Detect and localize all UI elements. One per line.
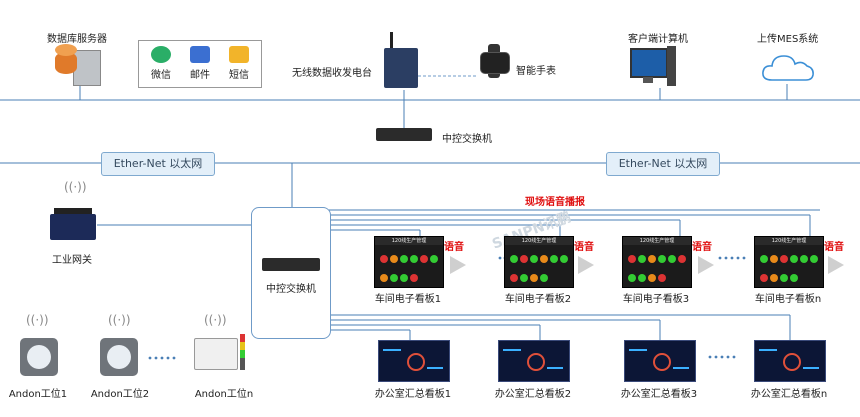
office-board-label: 办公室汇总看板n [750, 389, 828, 400]
workshop-board-label: 车间电子看板n [754, 294, 822, 305]
radio-station-label: 无线数据收发电台 [292, 68, 372, 79]
office-board-label: 办公室汇总看板2 [494, 389, 572, 400]
industrial-gateway-label: 工业网关 [52, 255, 92, 266]
sms-label: 短信 [229, 70, 249, 81]
workshop-board: 120线生产管理 [504, 236, 574, 288]
speaker-icon [828, 256, 844, 274]
onsite-voice-label: 现场语音播报 [525, 197, 585, 208]
wifi-icon: ((·)) [204, 313, 227, 327]
notification-channels: 微信 邮件 短信 [138, 40, 262, 88]
speaker-icon [450, 256, 466, 274]
smart-watch-icon [478, 44, 510, 78]
office-board-label: 办公室汇总看板1 [374, 389, 452, 400]
smart-watch-label: 智能手表 [516, 66, 556, 77]
email-label: 邮件 [190, 70, 210, 81]
ethernet-left-pill: Ether-Net 以太网 [101, 152, 215, 176]
voice-label: 语音 [444, 242, 464, 253]
core-switch-box: 中控交换机 [251, 207, 331, 339]
office-board-label: 办公室汇总看板3 [620, 389, 698, 400]
wechat-label: 微信 [151, 70, 171, 81]
ethernet-right-pill: Ether-Net 以太网 [606, 152, 720, 176]
industrial-gateway-icon [50, 208, 96, 240]
voice-label: 语音 [824, 242, 844, 253]
network-switch-icon [376, 128, 432, 141]
voice-label: 语音 [692, 242, 712, 253]
workshop-board-label: 车间电子看板2 [504, 294, 572, 305]
office-board [378, 340, 450, 382]
email-icon [190, 46, 210, 63]
wifi-icon: ((·)) [108, 313, 131, 327]
andon-n-label: Andon工位n [194, 389, 254, 400]
tower-light-icon [240, 334, 245, 370]
workshop-board: 120线生产管理 [622, 236, 692, 288]
cloud-icon [762, 55, 814, 81]
wechat-icon [151, 46, 171, 63]
central-switch-top-label: 中控交换机 [442, 134, 492, 145]
wifi-icon: ((·)) [64, 180, 87, 194]
workshop-board: 120线生产管理 [754, 236, 824, 288]
wechat-channel: 微信 [143, 43, 179, 81]
andon-2-label: Andon工位2 [90, 389, 150, 400]
board-title: 120线生产管理 [505, 237, 573, 245]
speaker-icon [698, 256, 714, 274]
database-server-icon [55, 44, 101, 86]
andon-station-box-icon [194, 338, 238, 370]
board-title: 120线生产管理 [623, 237, 691, 245]
mes-label: 上传MES系统 [757, 34, 819, 45]
board-title: 120线生产管理 [375, 237, 443, 245]
voice-label: 语音 [574, 242, 594, 253]
client-pc-label: 客户端计算机 [628, 34, 688, 45]
wifi-icon: ((·)) [26, 313, 49, 327]
central-switch-core-label: 中控交换机 [266, 284, 316, 295]
email-channel: 邮件 [182, 43, 218, 81]
workshop-board: 120线生产管理 [374, 236, 444, 288]
office-board [754, 340, 826, 382]
andon-station-icon [100, 338, 138, 376]
db-server-label: 数据库服务器 [47, 34, 107, 45]
speaker-icon [578, 256, 594, 274]
office-board [624, 340, 696, 382]
andon-station-icon [20, 338, 58, 376]
andon-1-label: Andon工位1 [8, 389, 68, 400]
client-computer-icon [630, 46, 676, 88]
sms-channel: 短信 [221, 43, 257, 81]
envelope-icon [229, 46, 249, 63]
radio-station-icon [384, 32, 418, 88]
office-board [498, 340, 570, 382]
board-title: 120线生产管理 [755, 237, 823, 245]
workshop-board-label: 车间电子看板3 [622, 294, 690, 305]
network-switch-icon [262, 258, 320, 271]
workshop-board-label: 车间电子看板1 [374, 294, 442, 305]
